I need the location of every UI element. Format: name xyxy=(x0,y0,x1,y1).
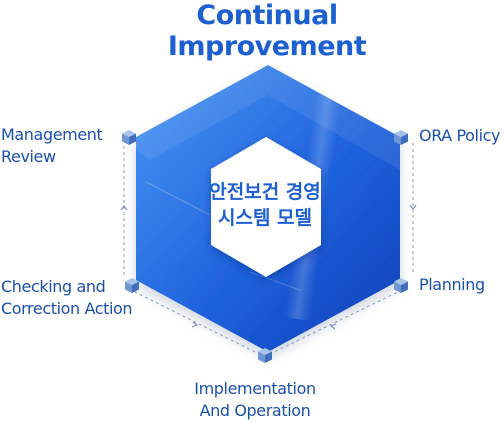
flow-arrows xyxy=(120,204,417,330)
stage-checking-correction: Checking and Correction Action xyxy=(1,276,133,320)
inner-hexagon xyxy=(211,137,321,277)
stage-label-line-1: ORA Policy xyxy=(419,126,501,145)
center-line-2: 시스템 모델 xyxy=(217,207,312,229)
stage-label-line-2: Review xyxy=(1,147,56,166)
stage-ora-policy: ORA Policy xyxy=(419,125,501,147)
center-line-1: 안전보건 경영 xyxy=(209,181,321,203)
stage-label-line-1: Implementation xyxy=(194,379,316,398)
title-line-2: Improvement xyxy=(167,31,367,62)
stage-label-line-1: Planning xyxy=(419,275,485,294)
connector-bottom-left xyxy=(134,291,256,353)
hexagon-highlight xyxy=(136,65,400,170)
light-streak xyxy=(249,271,301,291)
stage-label-line-1: Management xyxy=(1,125,103,144)
arrow-up-icon xyxy=(120,205,128,211)
stage-label-line-2: And Operation xyxy=(199,401,311,420)
arrow-down-icon xyxy=(409,204,417,210)
cube-icon xyxy=(122,130,136,145)
title-line-1: Continual xyxy=(196,0,338,31)
center-label: 안전보건 경영 시스템 모델 xyxy=(190,179,340,231)
stage-planning: Planning xyxy=(419,274,485,296)
light-streak xyxy=(145,181,211,216)
arrow-left-icon xyxy=(191,321,199,328)
stage-implementation-operation: Implementation And Operation xyxy=(180,378,330,422)
stage-label-line-2: Correction Action xyxy=(1,299,133,318)
stage-management-review: Management Review xyxy=(1,124,103,168)
diagram-title: Continual Improvement xyxy=(0,0,504,62)
stage-label-line-1: Checking and xyxy=(1,277,106,296)
arrow-left-icon xyxy=(329,323,337,330)
